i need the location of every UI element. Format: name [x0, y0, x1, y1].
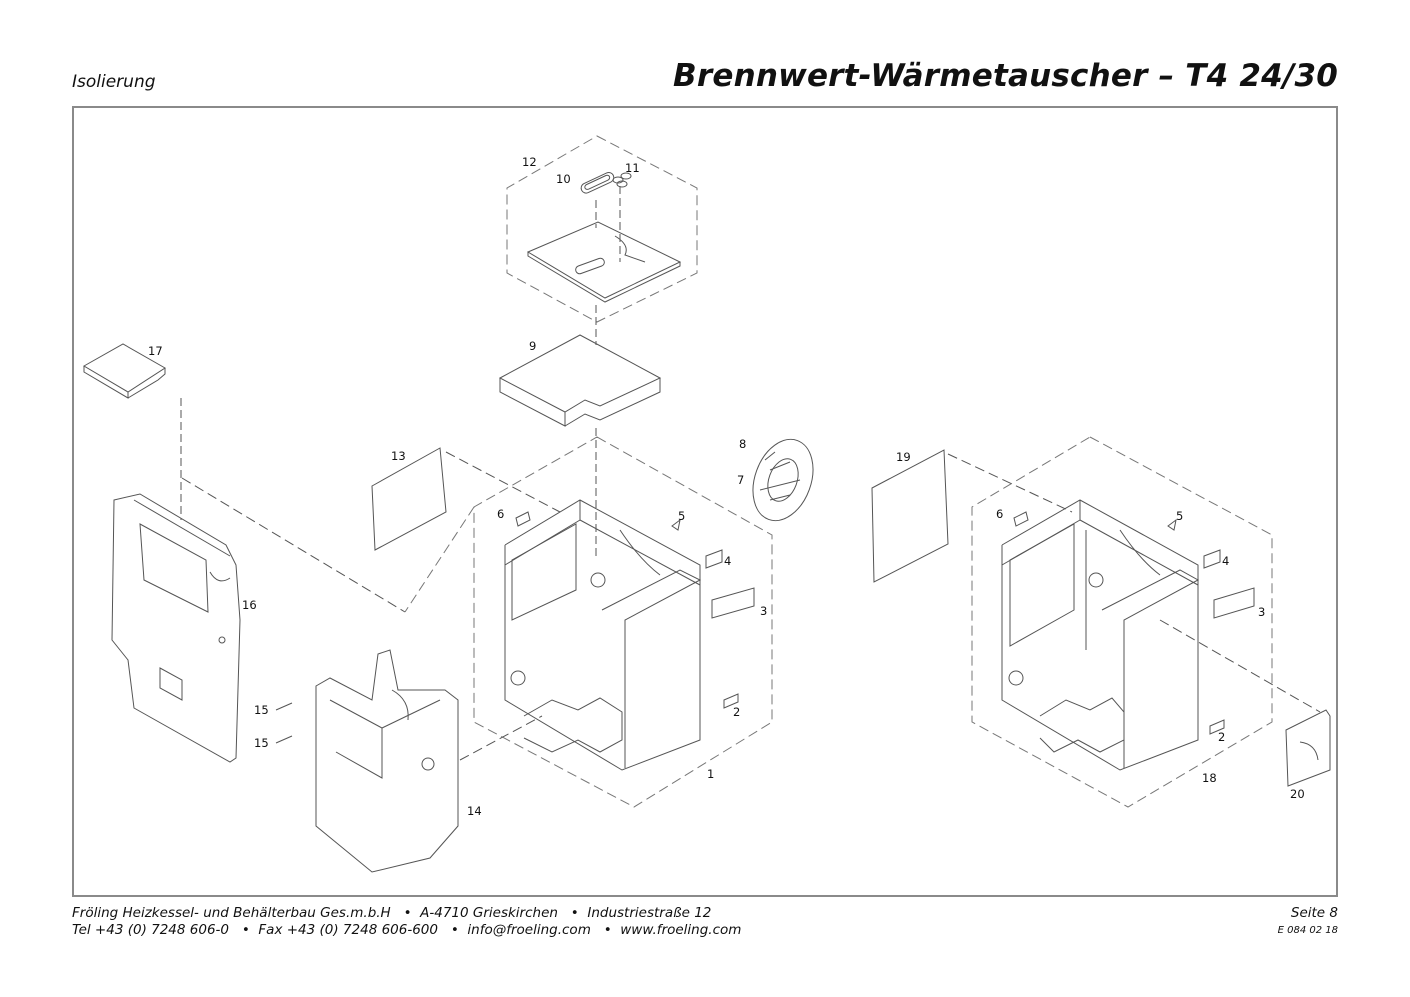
part-12-top-plate [526, 221, 682, 303]
hex-envelope-1 [473, 436, 773, 808]
part-7-8-ring [752, 438, 814, 522]
label-part-20: 20 [1290, 787, 1305, 801]
part-5-screw-1 [671, 518, 681, 531]
part-14-front-shell [315, 649, 459, 873]
part-20-bracket [1285, 709, 1331, 787]
label-part-2b: 2 [1218, 730, 1225, 744]
label-part-18: 18 [1202, 771, 1217, 785]
part-3-plate-1 [711, 587, 755, 619]
part-11-grommets [612, 172, 632, 188]
label-part-1: 1 [707, 767, 714, 781]
assembly-1-box [504, 499, 702, 771]
part-2-strip-18 [1209, 719, 1225, 735]
label-part-13: 13 [391, 449, 406, 463]
section-label: Isolierung [72, 72, 156, 92]
part-4-strip-1 [705, 549, 723, 569]
label-part-9: 9 [529, 339, 536, 353]
label-part-16: 16 [242, 598, 257, 612]
part-16-side-panel [111, 493, 241, 763]
label-part-12: 12 [522, 155, 537, 169]
hex-envelope-18 [971, 436, 1273, 808]
footer-company: Fröling Heizkessel- und Behälterbau Ges.… [72, 905, 712, 921]
document-code: E 084 02 18 [1277, 925, 1338, 936]
label-part-7: 7 [737, 473, 744, 487]
label-part-5b: 5 [1176, 509, 1183, 523]
part-9-cover [498, 334, 662, 427]
label-part-11: 11 [625, 161, 640, 175]
label-part-8: 8 [739, 437, 746, 451]
document-title: Brennwert-Wärmetauscher – T4 24/30 [673, 58, 1338, 94]
part-13-insulation [371, 447, 447, 551]
assembly-18-box [1001, 499, 1200, 771]
label-part-3b: 3 [1258, 605, 1265, 619]
label-part-15a: 15 [254, 703, 269, 717]
label-part-4a: 4 [724, 554, 731, 568]
part-labels: 12 11 10 9 17 13 8 7 6 5 4 3 2 1 16 15 1… [148, 155, 1305, 818]
hex-envelope-top [506, 135, 698, 323]
drawing-frame [72, 106, 1338, 897]
label-part-3a: 3 [760, 604, 767, 618]
part-6-clip-1 [515, 511, 531, 527]
label-part-4b: 4 [1222, 554, 1229, 568]
part-3-plate-18 [1213, 587, 1255, 619]
label-part-6a: 6 [497, 507, 504, 521]
footer-contact: Tel +43 (0) 7248 606-0 • Fax +43 (0) 724… [72, 922, 742, 938]
label-part-15b: 15 [254, 736, 269, 750]
label-part-17: 17 [148, 344, 163, 358]
part-19-insulation [871, 449, 949, 583]
part-4-strip-18 [1203, 549, 1221, 569]
label-part-14: 14 [467, 804, 482, 818]
part-5-screw-18 [1167, 518, 1177, 531]
page-number: Seite 8 [1290, 905, 1338, 921]
part-15-bolts [275, 702, 293, 744]
label-part-19: 19 [896, 450, 911, 464]
label-part-6b: 6 [996, 507, 1003, 521]
label-part-2a: 2 [733, 705, 740, 719]
part-6-clip-18 [1013, 511, 1029, 527]
label-part-10: 10 [556, 172, 571, 186]
part-2-strip-1 [723, 693, 739, 709]
part-17-small-cover [83, 343, 166, 399]
label-part-5a: 5 [678, 509, 685, 523]
part-10-oval [580, 172, 615, 194]
